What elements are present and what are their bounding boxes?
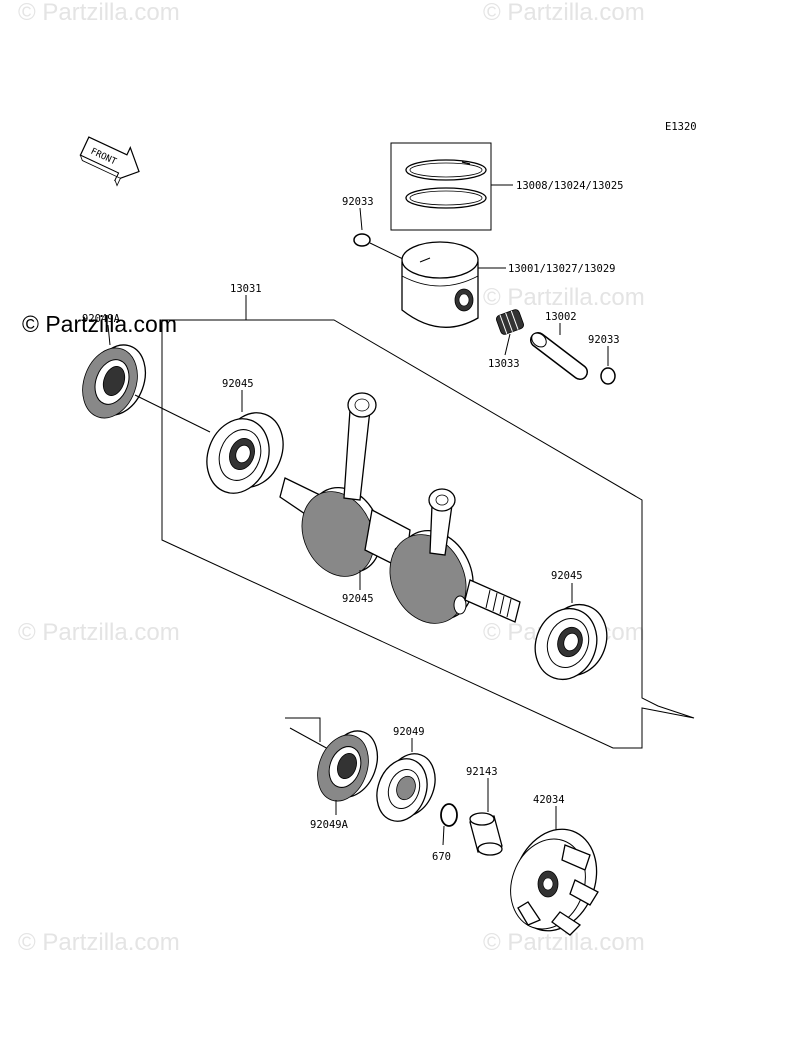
crankshaft-assembly-outline xyxy=(161,295,695,749)
watermark: © Partzilla.com xyxy=(483,0,645,26)
part-label-clip-right: 92033 xyxy=(588,334,620,346)
oil-seal-92049 xyxy=(376,753,436,822)
clip-icon xyxy=(600,367,616,385)
part-label-o-ring: 670 xyxy=(432,851,451,863)
coupling xyxy=(510,828,599,936)
watermark: © Partzilla.com xyxy=(18,929,180,956)
leader-line xyxy=(134,394,211,433)
oil-seal-bottom xyxy=(317,730,379,802)
watermark: © Partzilla.com xyxy=(483,929,645,956)
part-label-collar: 92143 xyxy=(466,766,498,778)
crankshaft xyxy=(279,392,521,624)
front-arrow-icon: FRONT xyxy=(79,136,140,187)
part-label-piston: 13001/13027/13029 xyxy=(508,263,615,275)
part-label-bearing-center: 92045 xyxy=(342,593,374,605)
part-label-bearing-right: 92045 xyxy=(551,570,583,582)
oil-seal-top xyxy=(82,344,147,419)
diagram-code: E1320 xyxy=(665,121,697,133)
bearing-left xyxy=(206,412,284,494)
leader-line xyxy=(442,825,445,846)
part-label-needle-bearing: 13033 xyxy=(488,358,520,370)
watermark-group: © Partzilla.com © Partzilla.com © Partzi… xyxy=(18,0,645,956)
piston-rings xyxy=(390,142,492,231)
lower-bracket xyxy=(285,717,321,742)
o-ring-icon xyxy=(440,803,458,827)
part-label-oil-seal-bottom: 92049A xyxy=(310,819,349,831)
clip-icon xyxy=(353,233,371,247)
collar xyxy=(469,812,503,856)
bearing-right xyxy=(534,603,608,681)
watermark: © Partzilla.com xyxy=(18,619,180,646)
part-label-crankshaft: 13031 xyxy=(230,283,262,295)
part-label-coupling: 42034 xyxy=(533,794,565,806)
part-label-piston-rings: 13008/13024/13025 xyxy=(516,180,623,192)
leader-line xyxy=(504,333,511,356)
watermark: © Partzilla.com xyxy=(18,0,180,26)
watermark: © Partzilla.com xyxy=(483,284,645,311)
part-label-oil-seal-bottom-b: 92049 xyxy=(393,726,425,738)
part-label-clip-top: 92033 xyxy=(342,196,374,208)
needle-bearing xyxy=(496,309,524,335)
part-label-oil-seal-top: 92049A xyxy=(82,313,121,325)
leader-line xyxy=(359,207,363,231)
leader-line xyxy=(289,727,331,751)
piston xyxy=(401,241,479,328)
watermark-main: © Partzilla.com xyxy=(22,311,177,337)
leader-line xyxy=(107,324,111,346)
part-label-bearing-left: 92045 xyxy=(222,378,254,390)
leader-line xyxy=(369,242,406,261)
part-label-piston-pin: 13002 xyxy=(545,311,577,323)
piston-pin xyxy=(530,332,588,380)
